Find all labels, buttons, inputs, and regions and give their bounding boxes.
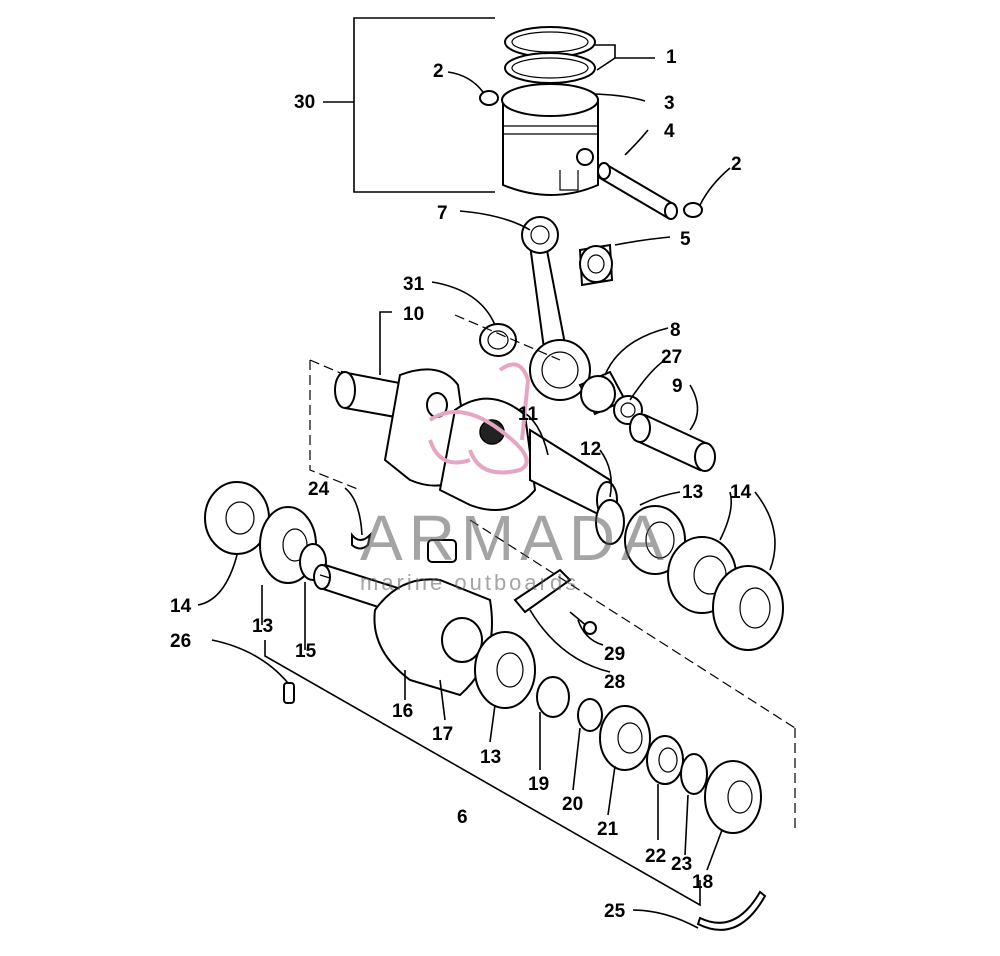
callout-4: 4 [664, 121, 675, 142]
callout-25: 25 [604, 901, 626, 922]
callout-31: 31 [403, 274, 425, 295]
callout-18: 18 [692, 872, 713, 893]
retaining-ring [696, 890, 767, 931]
callout-12: 12 [580, 439, 601, 460]
roller-bearing [704, 760, 762, 834]
watermark-brand: ARMADA [360, 502, 670, 574]
watermark: ARMADA marine outboards [360, 362, 670, 595]
callout-24: 24 [308, 479, 330, 500]
callout-15: 15 [295, 641, 317, 662]
seal-ring [646, 735, 684, 785]
callout-labels: 1 2 2 3 4 5 6 7 8 9 10 11 12 13 13 13 14… [170, 47, 752, 922]
callout-13c: 13 [480, 747, 501, 768]
ball-bearing [474, 631, 536, 709]
leader-lines [197, 44, 776, 929]
callout-14a: 14 [730, 482, 752, 503]
dowel-pin [283, 682, 295, 704]
crankshaft-half-lower [438, 397, 618, 519]
woodruff-key [351, 531, 372, 550]
callout-21: 21 [597, 819, 619, 840]
ball-bearing [624, 505, 686, 575]
callout-11: 11 [518, 404, 539, 425]
crankpin-needle-bearing [578, 370, 627, 416]
piston-pin [597, 162, 678, 220]
small-end-bearing [578, 243, 614, 287]
callout-16: 16 [392, 701, 413, 722]
watermark-logo [428, 362, 531, 475]
callout-7: 7 [437, 203, 448, 224]
crank-pin [629, 413, 716, 472]
callout-29: 29 [604, 644, 625, 665]
callout-19: 19 [528, 774, 549, 795]
callout-13b: 13 [252, 616, 273, 637]
callout-3: 3 [664, 93, 675, 114]
crankshaft-group-bracket [264, 640, 701, 907]
connecting-rod [521, 216, 591, 401]
thrust-washer [479, 323, 517, 357]
o-ring [595, 499, 625, 545]
callout-10: 10 [403, 304, 424, 325]
callout-6: 6 [457, 807, 468, 828]
piston-rings [504, 26, 596, 84]
o-ring [680, 753, 708, 795]
seal-housing [712, 565, 784, 651]
callout-23: 23 [671, 854, 692, 875]
callout-1: 1 [666, 47, 677, 68]
callout-14b: 14 [170, 596, 192, 617]
callout-8: 8 [670, 320, 681, 341]
circlip [479, 90, 499, 106]
callout-20: 20 [562, 794, 583, 815]
callout-30: 30 [294, 92, 315, 113]
callout-2b: 2 [731, 154, 742, 175]
lower-crank-dashed-box [319, 519, 796, 832]
callout-9: 9 [672, 376, 683, 397]
screw [569, 611, 597, 635]
callout-28: 28 [604, 672, 625, 693]
circlip [683, 202, 703, 218]
seal [577, 698, 603, 732]
callout-27: 27 [661, 347, 682, 368]
callout-26: 26 [170, 631, 191, 652]
callout-2a: 2 [433, 61, 444, 82]
watermark-tagline: marine outboards [360, 570, 579, 595]
piston [501, 83, 599, 196]
lower-crankshaft-assembly [313, 539, 493, 697]
piston-assembly-bracket [323, 17, 495, 193]
callout-5: 5 [680, 229, 691, 250]
callout-22: 22 [645, 846, 666, 867]
oil-seal [599, 705, 651, 771]
lock-plate [513, 568, 572, 614]
callout-13a: 13 [682, 482, 703, 503]
sleeve [536, 676, 570, 718]
callout-17: 17 [432, 724, 453, 745]
